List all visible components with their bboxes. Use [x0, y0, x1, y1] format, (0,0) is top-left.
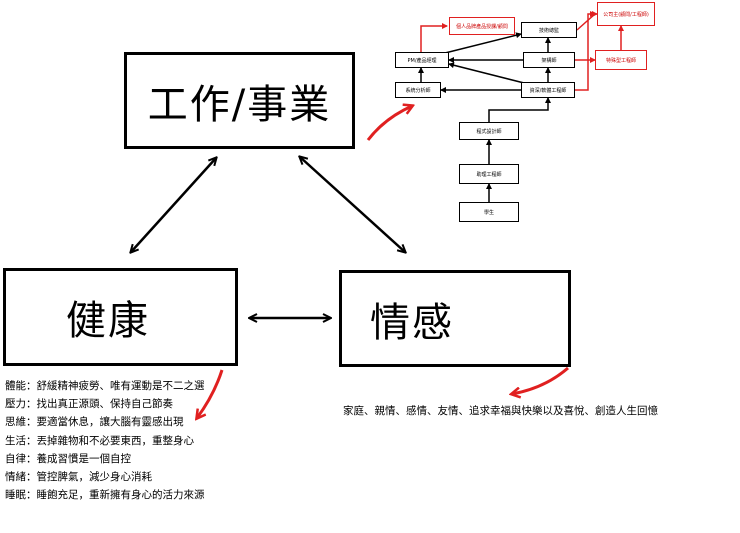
org-link-senior-pm [448, 62, 529, 85]
org-node-tech-director: 技術總監 [521, 22, 577, 38]
arrow-career-emotion [300, 157, 405, 252]
org-node-company-head: 公司主(顧問/工程師) [597, 2, 655, 26]
org-node-junior: 助理工程師 [459, 164, 519, 184]
health-note-emotion: 情緒：管控脾氣，減少身心消耗 [5, 471, 152, 484]
emotion-label: 情感 [370, 299, 454, 346]
emotion-box: 情感 [339, 270, 571, 367]
career-path-chart: 個人品牌產品授課/顧問 PM/產品經理 系統分析師 技術總監 架構師 資深/軟體… [383, 0, 673, 232]
org-node-architect: 架構師 [523, 52, 575, 68]
org-link-pm-tech-director [440, 32, 522, 55]
red-arrow-to-emotion-note [512, 366, 569, 394]
health-notes: 體能：舒緩精神疲勞、唯有運動是不二之選 壓力：找出真正源頭、保持自己節奏 思維：… [5, 377, 205, 504]
org-link-tech-director-company-head [576, 11, 598, 31]
org-node-specialist: 特殊型工程師 [595, 50, 647, 70]
arrow-career-health [131, 158, 216, 252]
org-node-senior-engineer: 資深/軟體工程師 [521, 82, 575, 98]
health-note-stress: 壓力：找出真正源頭、保持自己節奏 [5, 398, 173, 411]
org-link-pm-personal-brand [420, 23, 448, 52]
health-note-sleep: 睡眠：睡飽充足，重新擁有身心的活力來源 [5, 489, 205, 502]
org-node-student: 學生 [459, 202, 519, 222]
health-note-life: 生活：丟掉雜物和不必要東西，重整身心 [5, 434, 194, 447]
org-link-programmer-senior [488, 97, 551, 122]
org-node-system-analyst: 系統分析師 [395, 82, 441, 98]
org-link-architect-company-head [575, 11, 596, 61]
org-node-programmer: 程式設計師 [459, 122, 519, 140]
emotion-note: 家庭、親情、感情、友情、追求幸福與快樂以及喜悅、創造人生回憶 [343, 405, 658, 417]
health-note-discipline: 自律：養成習慣是一個自控 [5, 452, 131, 465]
career-label: 工作/事業 [147, 81, 332, 128]
health-note-fitness: 體能：舒緩精神疲勞、唯有運動是不二之選 [5, 380, 205, 392]
org-node-pm: PM/產品經理 [395, 52, 449, 68]
red-arrow-to-career [366, 106, 412, 141]
career-box: 工作/事業 [124, 52, 355, 149]
health-label: 健康 [66, 298, 150, 344]
org-link-senior-specialist [575, 57, 596, 91]
health-box: 健康 [3, 268, 238, 366]
red-arrow-to-health-notes [197, 369, 224, 418]
org-connectors [418, 11, 624, 202]
org-node-personal-brand: 個人品牌產品授課/顧問 [449, 17, 515, 35]
health-note-mind: 思維：要適當休息，讓大腦有靈感出現 [5, 416, 184, 429]
